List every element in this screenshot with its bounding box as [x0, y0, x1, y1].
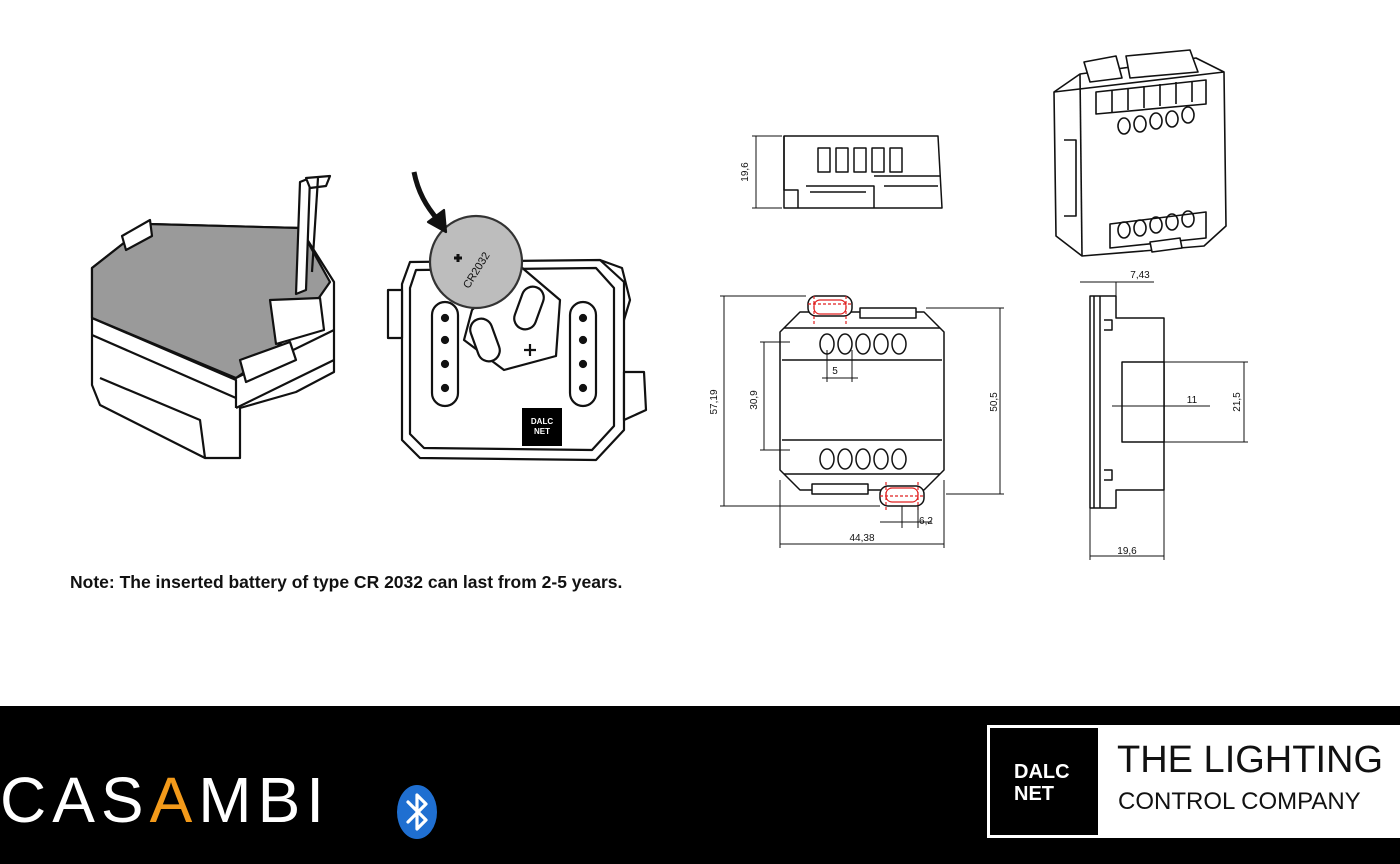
dim-body-height: 50,5: [989, 392, 1000, 412]
casambi-logo-part2: MBI: [198, 764, 331, 836]
dim-terminal-pitch: 5: [832, 366, 838, 377]
casambi-logo-part1: CAS: [0, 764, 150, 836]
dalcnet-logo-line1: DALC: [1014, 761, 1070, 783]
perspective-view: [1053, 49, 1227, 257]
technical-drawing: CR2032 DALC NET 19,6: [90, 49, 1248, 560]
dim-side-inner: 11: [1187, 395, 1198, 406]
dim-side-body: 21,5: [1232, 392, 1243, 412]
dim-side-height: 19,6: [740, 162, 751, 182]
dim-inner-height: 30,9: [749, 390, 760, 410]
side-elevation-view: [752, 135, 943, 209]
module-label-line1: DALC: [531, 417, 553, 426]
tagline-line2: CONTROL COMPANY: [1118, 788, 1361, 815]
dalcnet-logo: DALC NET: [990, 728, 1098, 835]
battery-note: Note: The inserted battery of type CR 20…: [70, 572, 623, 592]
tagline-line1: THE LIGHTING: [1117, 739, 1384, 781]
side-dimension-lines: [1080, 281, 1248, 560]
dim-body-width: 44,38: [849, 533, 874, 544]
dim-tab-width: 6,2: [919, 516, 933, 527]
bluetooth-icon: [397, 785, 437, 839]
front-elevation-view: [779, 295, 945, 507]
mounting-hole-highlights: [808, 296, 924, 512]
casambi-logo-a: A: [149, 764, 199, 836]
right-side-view: [1089, 295, 1165, 509]
dim-overall-height: 57,19: [709, 389, 720, 414]
battery-insert-illustration: [386, 171, 648, 462]
dalcnet-brand-box: DALC NET THE LIGHTING CONTROL COMPANY: [987, 725, 1400, 838]
module-label-line2: NET: [534, 427, 550, 436]
front-dimension-lines: [720, 295, 1004, 548]
dim-side-depth: 19,6: [1117, 546, 1137, 557]
device-opening-illustration: [90, 174, 336, 460]
dim-top-depth: 7,43: [1130, 270, 1150, 281]
dalcnet-logo-line2: NET: [1014, 783, 1054, 805]
casambi-logo: CASAMBI: [0, 768, 330, 832]
